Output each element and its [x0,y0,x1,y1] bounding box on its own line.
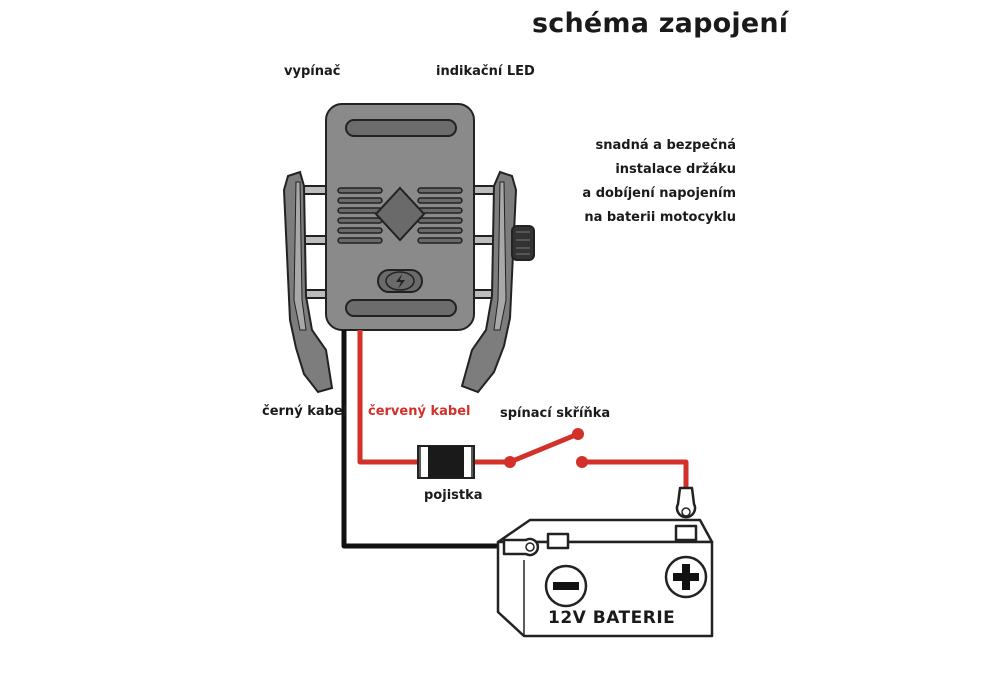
switch-contact-lever [572,428,584,440]
description-line: a dobíjení napojením [582,186,736,201]
phone-holder [282,103,535,394]
negative-terminal [546,532,570,550]
holder-top-grip [345,119,457,137]
ignition-switch-lever [509,431,579,465]
minus-icon [553,582,579,590]
center-diamond [374,186,426,242]
right-vent-slots [417,187,463,244]
label-ignition-switch: spínací skříňka [500,406,611,421]
label-fuse: pojistka [424,488,483,503]
label-indicator-led: indikační LED [436,64,535,79]
wires [341,330,689,549]
positive-ring-lug [675,486,697,519]
label-switch: vypínač [284,64,341,79]
battery-front-face [496,540,714,638]
switch-contact-left [504,456,516,468]
red-cable-to-battery [582,459,689,488]
description-line: snadná a bezpečná [595,138,736,153]
red-cable-wire [357,330,418,465]
positive-terminal [674,524,698,542]
description-block: snadná a bezpečná instalace držáku a dob… [560,134,736,230]
label-red-cable: červený kabel [368,404,471,419]
label-battery: 12V BATERIE [548,608,676,628]
description-line: instalace držáku [615,162,736,177]
switch-contact-right [576,456,588,468]
holder-bottom-grip [345,299,457,317]
tension-knob [511,225,535,261]
label-black-cable: černý kabel [262,404,348,419]
left-clamp-arm [282,170,334,394]
description-line: na baterii motocyklu [584,210,736,225]
fuse-icon [417,445,475,479]
diagram-title: schéma zapojení [532,8,789,39]
black-cable-wire [341,330,510,549]
